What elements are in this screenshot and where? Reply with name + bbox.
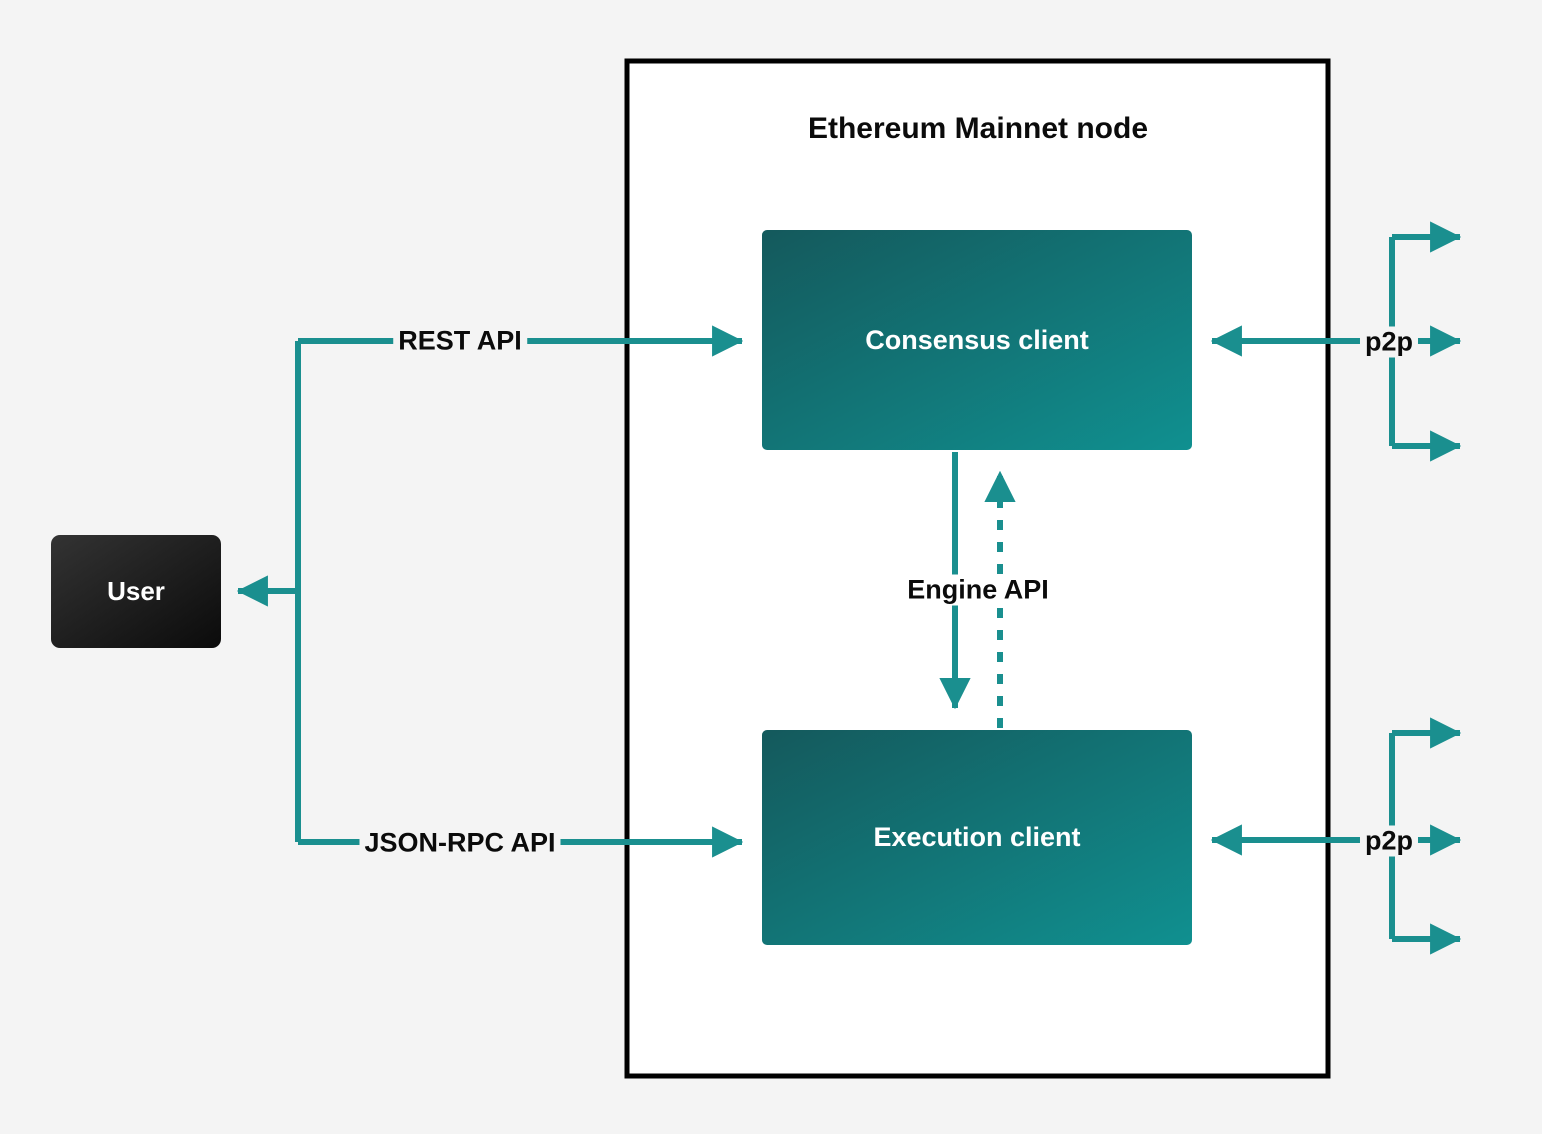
edge-label-engine-api: Engine API	[902, 574, 1054, 606]
container-title: Ethereum Mainnet node	[807, 112, 1149, 145]
edge-label-p2p-top: p2p	[1359, 326, 1419, 358]
edge-label-rest-api: REST API	[393, 325, 527, 357]
node-consensus-client-box[interactable]	[762, 230, 1192, 450]
node-execution-client-box[interactable]	[762, 730, 1192, 945]
edge-label-json-rpc-api: JSON-RPC API	[359, 827, 561, 859]
node-user-box[interactable]	[51, 535, 221, 648]
edge-label-p2p-bottom: p2p	[1359, 825, 1419, 857]
